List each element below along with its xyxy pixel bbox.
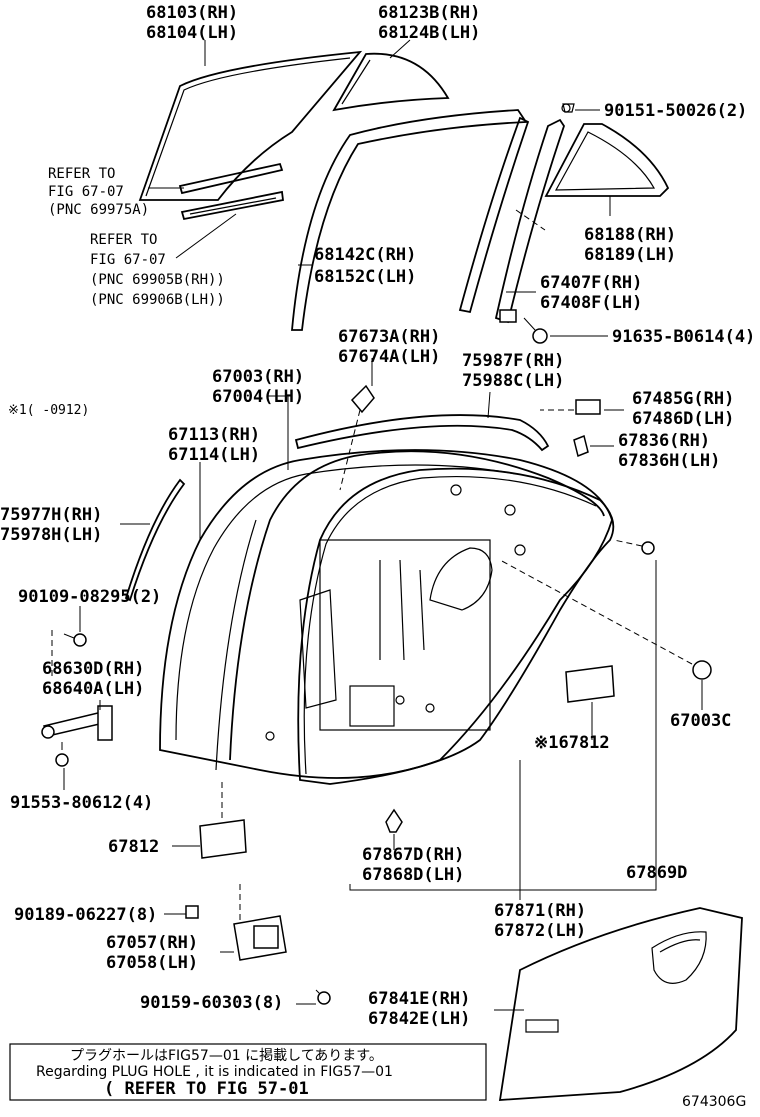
refer1-line1: REFER TO: [48, 166, 115, 182]
label-68104: 68104(LH): [146, 23, 238, 43]
label-67003c: 67003C: [670, 711, 731, 731]
bolt-90159-drawing: [315, 989, 331, 1005]
label-91635: 91635-B0614(4): [612, 327, 755, 347]
notice-refer: ( REFER TO FIG 57-01: [104, 1079, 309, 1099]
belt-moulding-drawing: [178, 162, 284, 221]
label-67004: 67004(LH): [212, 387, 304, 407]
label-90109: 90109-08295(2): [18, 587, 161, 607]
label-67485g: 67485G(RH): [632, 389, 734, 409]
label-67407f: 67407F(RH): [540, 273, 642, 293]
bolt-91635-drawing: [523, 317, 548, 344]
label-91553: 91553-80612(4): [10, 793, 153, 813]
label-67673a: 67673A(RH): [338, 327, 440, 347]
label-67113: 67113(RH): [168, 425, 260, 445]
label-67812: 67812: [108, 837, 159, 857]
label-67841e: 67841E(RH): [368, 989, 470, 1009]
pad-drawing: [339, 384, 375, 491]
quarter-glass-drawing: [332, 52, 450, 112]
bolt-91553-drawing: [55, 742, 69, 767]
label-67836: 67836(RH): [618, 431, 710, 451]
door-glass-drawing: [138, 50, 363, 201]
figure-id: 674306G: [682, 1094, 746, 1110]
emblem-moulding-drawing: [124, 478, 186, 602]
label-67003: 67003(RH): [212, 367, 304, 387]
label-67058: 67058(LH): [106, 953, 198, 973]
refer1-line3: (PNC 69975A): [48, 202, 149, 218]
label-67871: 67871(RH): [494, 901, 586, 921]
door-check-drawing: [41, 705, 113, 741]
screw-drawing: [562, 103, 575, 113]
label-68640a: 68640A(LH): [42, 679, 144, 699]
label-67842e: 67842E(LH): [368, 1009, 470, 1029]
label-75988c: 75988C(LH): [462, 371, 564, 391]
division-bar-drawing: [458, 116, 565, 324]
label-67486d: 67486D(LH): [632, 409, 734, 429]
hole-cover-drawing: [499, 559, 712, 680]
cushion-drawing: [540, 399, 601, 415]
bolt-90109-drawing: [51, 630, 87, 680]
label-90159: 90159-60303(8): [140, 993, 283, 1013]
refer1-line2: FIG 67-07: [48, 184, 124, 200]
label-75987f: 75987F(RH): [462, 351, 564, 371]
leader-lines: [63, 39, 703, 1011]
seal-sheet-drawing-left: [199, 780, 247, 859]
label-67867d: 67867D(RH): [362, 845, 464, 865]
refer2-line2: FIG 67-07: [90, 252, 166, 268]
label-90151: 90151-50026(2): [604, 101, 747, 121]
label-67408f: 67408F(LH): [540, 293, 642, 313]
clip-67869-drawing: [613, 539, 655, 555]
weatherstrip-drawing: [297, 467, 615, 785]
label-67868d: 67868D(LH): [362, 865, 464, 885]
label-68189: 68189(LH): [584, 245, 676, 265]
label-68152c: 68152C(LH): [314, 267, 416, 287]
clip-drawing: [385, 808, 403, 833]
refer2-line3: (PNC 69905B(RH)): [90, 272, 225, 288]
plug-hole-notice: プラグホールはFIG57—01 に掲載してあります。 Regarding PLU…: [9, 1043, 487, 1101]
refer2-line1: REFER TO: [90, 232, 157, 248]
label-67057: 67057(RH): [106, 933, 198, 953]
label-67872: 67872(LH): [494, 921, 586, 941]
door-panel-drawing: [159, 449, 613, 779]
label-90189: 90189-06227(8): [14, 905, 157, 925]
hinge-drawing: [233, 880, 287, 961]
label-68142c: 68142C(RH): [314, 245, 416, 265]
label-68103: 68103(RH): [146, 3, 238, 23]
refer2-line4: (PNC 69906B(LH)): [90, 292, 225, 308]
label-67674a: 67674A(LH): [338, 347, 440, 367]
label-68123b: 68123B(RH): [378, 3, 480, 23]
part-labels: 68103(RH) 68104(LH) 68123B(RH) 68124B(LH…: [0, 3, 755, 1029]
outer-moulding-drawing: [294, 414, 550, 452]
label-67836h: 67836H(LH): [618, 451, 720, 471]
door-trim-drawing: [498, 907, 743, 1101]
notice-japanese: プラグホールはFIG57—01 に掲載してあります。: [70, 1048, 383, 1064]
label-68188: 68188(RH): [584, 225, 676, 245]
glass-run-drawing: [291, 109, 528, 331]
label-67869d: 67869D: [626, 863, 687, 883]
bumper-drawing: [573, 434, 589, 458]
label-68630d: 68630D(RH): [42, 659, 144, 679]
notice-english: Regarding PLUG HOLE , it is indicated in…: [36, 1064, 393, 1080]
bolt-90189-drawing: [185, 905, 199, 919]
label-67114: 67114(LH): [168, 445, 260, 465]
label-68124b: 68124B(LH): [378, 23, 480, 43]
label-75977h: 75977H(RH): [0, 505, 102, 525]
note-range: ※1( -0912): [8, 403, 89, 418]
label-67812-note: ※167812: [534, 733, 610, 753]
label-75978h: 75978H(LH): [0, 525, 102, 545]
seal-sheet-drawing-right: [565, 665, 615, 703]
